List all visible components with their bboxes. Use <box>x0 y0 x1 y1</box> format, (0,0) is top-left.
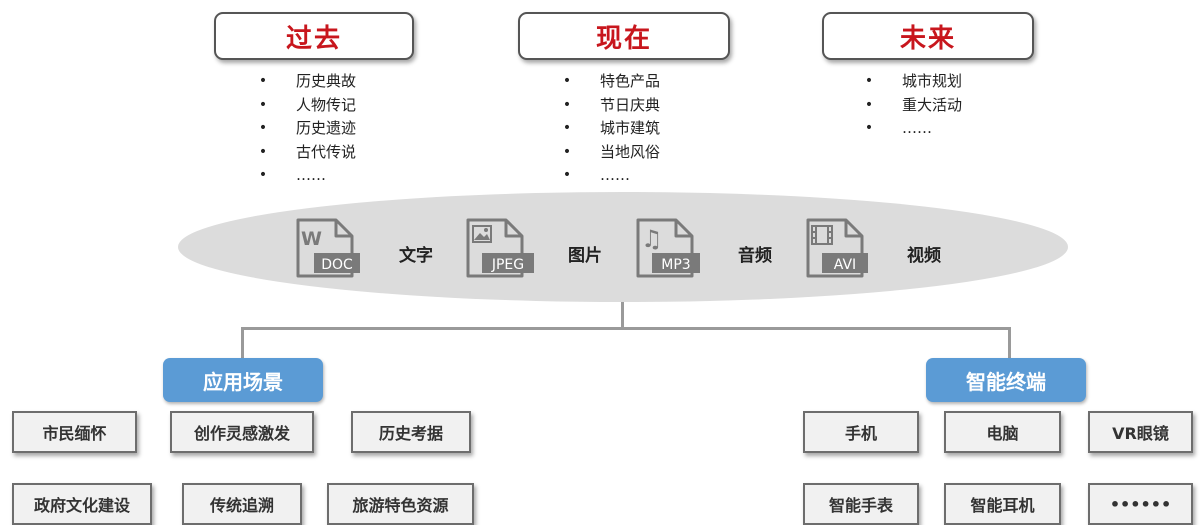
era-future-title: 未来 <box>822 12 1034 60</box>
connector-left-drop <box>241 327 244 359</box>
era-present-title: 现在 <box>518 12 730 60</box>
terminal-box: 智能耳机 <box>944 483 1061 525</box>
list-item: •历史典故 <box>258 72 357 90</box>
scenario-box: 创作灵感激发 <box>170 411 314 453</box>
svg-text:W: W <box>301 228 322 250</box>
era-past-title: 过去 <box>214 12 414 60</box>
list-item: •古代传说 <box>258 142 357 161</box>
category-scenarios: 应用场景 <box>163 358 323 402</box>
mp3-file-icon: ♫ MP3 <box>636 218 700 278</box>
scenario-box: 旅游特色资源 <box>327 483 474 525</box>
terminal-box: •••••• <box>1088 483 1193 525</box>
connector-horizontal <box>241 327 1011 330</box>
scenario-box: 历史考据 <box>351 411 471 453</box>
media-label-video: 视频 <box>907 246 941 266</box>
scenario-box: 传统追溯 <box>182 483 302 525</box>
scenario-box: 政府文化建设 <box>12 483 152 525</box>
era-future-list: •城市规划 •重大活动 •…… <box>864 70 962 141</box>
terminal-box: VR眼镜 <box>1088 411 1193 453</box>
avi-file-icon: AVI <box>806 218 868 278</box>
list-item: •特色产品 <box>562 72 661 90</box>
jpeg-file-icon: JPEG <box>466 218 534 278</box>
media-label-text: 文字 <box>399 246 433 266</box>
list-item: •人物传记 <box>258 95 357 114</box>
svg-text:AVI: AVI <box>834 257 856 273</box>
era-present-list: •特色产品 •节日庆典 •城市建筑 •当地风俗 •…… <box>562 70 660 188</box>
connector-vertical-center <box>621 302 624 329</box>
list-item: •重大活动 <box>864 95 963 114</box>
media-ellipse <box>178 192 1068 302</box>
terminal-box: 手机 <box>803 411 919 453</box>
list-item: •历史遗迹 <box>258 119 357 137</box>
list-item: •…… <box>258 166 326 184</box>
connector-right-drop <box>1008 327 1011 359</box>
doc-file-icon: W DOC <box>296 218 360 278</box>
list-item: •节日庆典 <box>562 95 661 114</box>
list-item: •…… <box>864 119 932 137</box>
list-item: •当地风俗 <box>562 142 661 161</box>
terminal-box: 电脑 <box>944 411 1061 453</box>
svg-text:♫: ♫ <box>641 225 663 253</box>
svg-text:JPEG: JPEG <box>491 257 524 273</box>
media-label-image: 图片 <box>568 246 602 266</box>
list-item: •…… <box>562 166 630 184</box>
era-past-list: •历史典故 •人物传记 •历史遗迹 •古代传说 •…… <box>258 70 356 188</box>
list-item: •城市建筑 <box>562 119 661 137</box>
svg-text:MP3: MP3 <box>661 257 690 273</box>
media-label-audio: 音频 <box>738 246 772 266</box>
scenario-box: 市民缅怀 <box>12 411 137 453</box>
svg-text:DOC: DOC <box>321 257 353 273</box>
list-item: •城市规划 <box>864 72 963 90</box>
category-terminals: 智能终端 <box>926 358 1086 402</box>
terminal-box: 智能手表 <box>803 483 919 525</box>
